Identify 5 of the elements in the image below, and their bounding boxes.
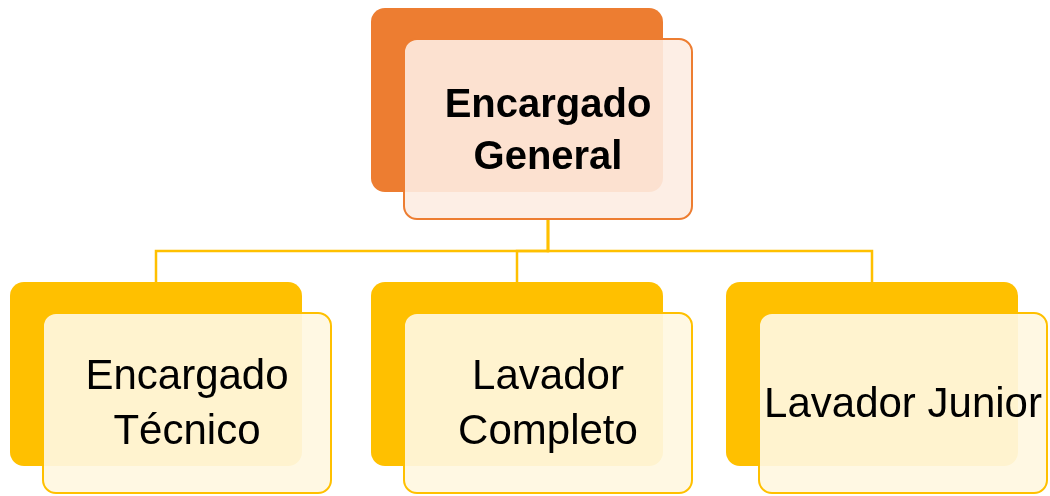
position-title: Lavador Completo [457,350,639,455]
connector-line [546,220,874,282]
position-title: Lavador Junior [764,377,1042,428]
position-title: Encargado Técnico [84,350,290,455]
position-title: Encargado General [443,80,653,179]
